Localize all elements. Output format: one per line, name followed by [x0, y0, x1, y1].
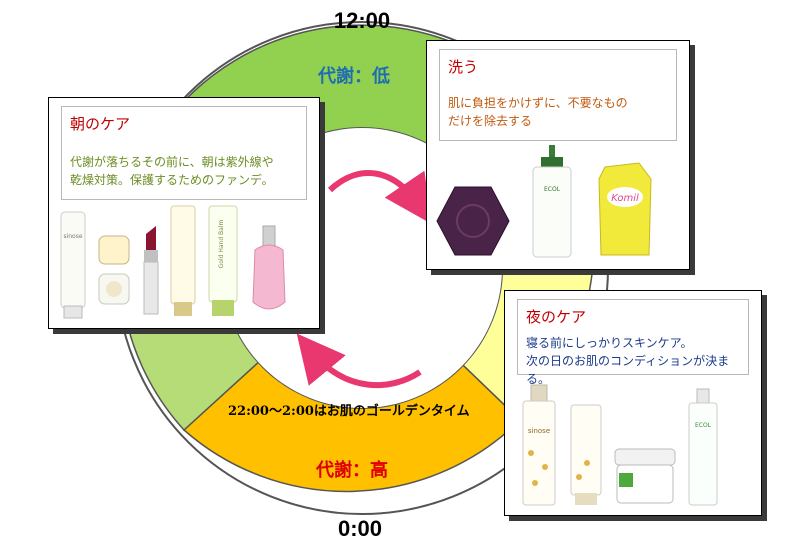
spray-ecol-label: ECOL [695, 422, 712, 429]
morning-care-title: 朝のケア [70, 115, 131, 133]
lipstick-image [143, 226, 159, 315]
sinose-label: sinose [63, 233, 82, 240]
night-cream-tube-image [570, 404, 602, 505]
cream-tube-image [170, 205, 196, 316]
compact-image [98, 235, 130, 305]
wash-desc: 肌に負担をかけずに、不要なもの だけを除去する [448, 94, 628, 130]
komil-label: Komil [611, 193, 639, 204]
hand-balm-label: Gold Hand Balm [218, 219, 225, 268]
clock-bottom-label: 0:00 [337, 516, 383, 541]
cycle-arrow-bottom [296, 333, 422, 389]
metabolism-low-label: 代謝：低 [318, 66, 390, 87]
morning-care-card: 朝のケア 代謝が落ちるその前に、朝は紫外線や 乾燥対策。保護するためのファンデ。… [48, 97, 320, 329]
morning-desc-line2: 乾燥対策。保護するためのファンデ。 [70, 173, 274, 187]
night-lotion-bottle-image: sinose [522, 384, 556, 506]
morning-desc-line1: 代謝が落ちるその前に、朝は紫外線や [70, 155, 274, 169]
cleansing-oil-bottle-image: ECOL [532, 145, 572, 258]
ecol-label: ECOL [544, 186, 561, 193]
night-sinose-label: sinose [528, 427, 550, 435]
hand-balm-tube-image: Gold Hand Balm [208, 205, 238, 316]
metabolism-high-label: 代謝：高 [316, 460, 388, 481]
wash-desc-line2: だけを除去する [448, 114, 533, 128]
wash-card: 洗う 肌に負担をかけずに、不要なもの だけを除去する ECOL Komil [426, 40, 690, 270]
night-products: sinose ECOL [519, 379, 749, 507]
wash-products: ECOL Komil [435, 141, 681, 259]
morning-products: sinose Gold Hand Balm [57, 202, 311, 320]
night-care-desc: 寝る前にしっかりスキンケア。 次の日のお肌のコンディションが決まる。 [526, 334, 748, 388]
spray-bottle-image: ECOL [688, 388, 718, 506]
night-care-card: 夜のケア 寝る前にしっかりスキンケア。 次の日のお肌のコンディションが決まる。 … [504, 290, 762, 516]
cycle-arrow-top [327, 170, 432, 224]
morning-care-desc: 代謝が落ちるその前に、朝は紫外線や 乾燥対策。保護するためのファンデ。 [70, 153, 274, 189]
serum-jar-image [614, 448, 676, 504]
wash-title: 洗う [448, 58, 479, 76]
golden-time-label: 22:00～2:00はお肌のゴールデンタイム [228, 404, 470, 419]
soap-image [436, 186, 510, 256]
night-care-title: 夜のケア [526, 308, 587, 326]
night-desc-line2: 次の日のお肌のコンディションが決まる。 [526, 354, 730, 386]
night-desc-line1: 寝る前にしっかりスキンケア。 [526, 336, 693, 350]
wash-desc-line1: 肌に負担をかけずに、不要なもの [448, 96, 628, 110]
refill-pouch-image: Komil [598, 162, 652, 256]
lotion-tube-image: sinose [60, 211, 86, 319]
pink-bottle-image [252, 225, 286, 310]
clock-top-label: 12:00 [333, 8, 391, 33]
